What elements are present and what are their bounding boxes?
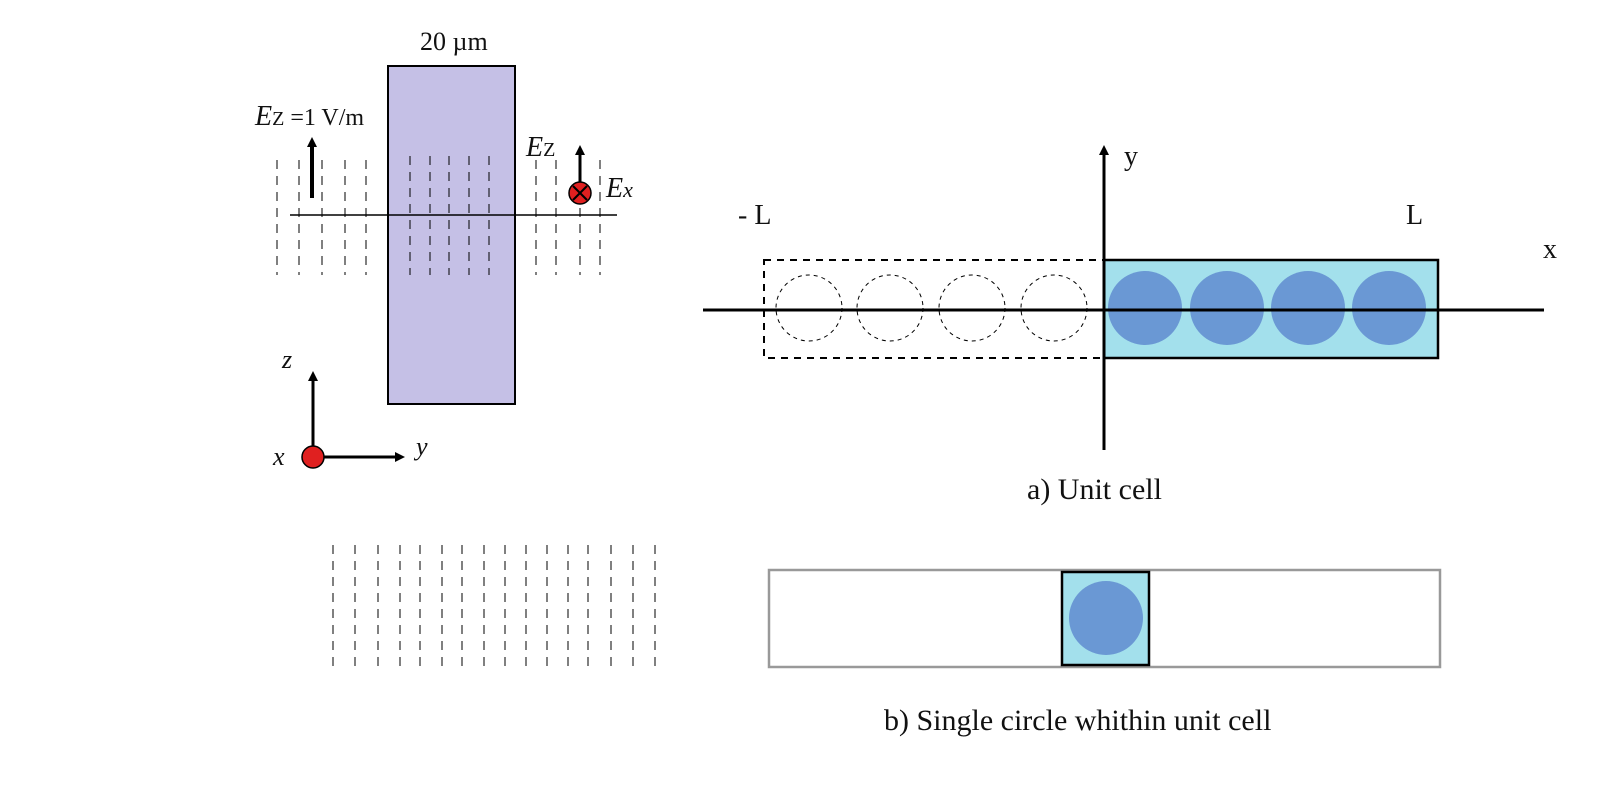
mirrored-circle <box>775 274 843 342</box>
ex-label: Ex <box>605 173 633 204</box>
z-axis-label: z <box>281 345 292 374</box>
inclusion-circle <box>1108 271 1182 345</box>
ez-incident-label-main: E <box>254 101 272 132</box>
caption-a: a) Unit cell <box>1027 473 1162 506</box>
inclusion-circle <box>1271 271 1345 345</box>
caption-b: b) Single circle whithin unit cell <box>884 704 1271 737</box>
ex-into-page-marker <box>568 181 592 205</box>
x-axis-out-of-page-marker <box>301 445 325 469</box>
mirrored-circle <box>1020 274 1088 342</box>
field-lines-slab <box>409 156 490 275</box>
left-figure: 20 µm EZ =1 V/m EZ Ex z x y <box>254 27 656 668</box>
ez-incident-label-value: =1 V/m <box>284 105 364 131</box>
mirrored-circle <box>856 274 924 342</box>
l-label: L <box>1406 200 1423 231</box>
ex-label-sub: x <box>622 177 633 202</box>
ex-label-main: E <box>605 173 623 204</box>
mirrored-circle <box>938 274 1006 342</box>
dielectric-slab <box>387 65 516 405</box>
ez-transmitted-label-main: E <box>525 132 543 163</box>
ez-incident-label-sub: Z <box>272 108 284 130</box>
x-axis-label: x <box>1543 234 1557 265</box>
ez-transmitted-label-sub: Z <box>543 139 555 161</box>
unit-cell-figure: - L L x y a) Unit cell <box>703 141 1557 506</box>
ez-incident-label: EZ =1 V/m <box>254 101 364 132</box>
x-axis-label: x <box>272 442 285 471</box>
mirrored-cell <box>763 259 1105 359</box>
field-lines-lower <box>332 545 656 668</box>
ez-transmitted-label: EZ <box>525 132 555 163</box>
y-axis-label: y <box>413 432 428 461</box>
inclusion-circle <box>1190 271 1264 345</box>
single-inclusion-circle <box>1069 581 1143 655</box>
y-axis-label: y <box>1124 141 1138 172</box>
inclusion-circle <box>1352 271 1426 345</box>
single-circle-figure: b) Single circle whithin unit cell <box>767 568 1442 737</box>
neg-l-label: - L <box>738 200 771 231</box>
slab-width-label: 20 µm <box>420 27 488 56</box>
